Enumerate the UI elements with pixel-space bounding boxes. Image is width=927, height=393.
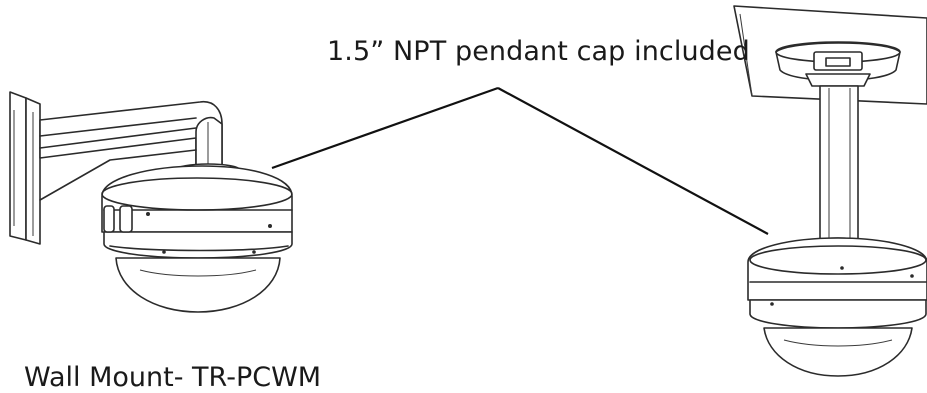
leader-line-left <box>271 86 499 170</box>
pendant-cap <box>775 41 901 87</box>
pendant-pipe <box>819 85 859 241</box>
pendant-camera-drawing <box>733 5 927 377</box>
dome-housing <box>101 165 293 313</box>
wall-mount-label: Wall Mount- TR-PCWM <box>24 362 322 393</box>
wall-arm <box>39 100 223 201</box>
callout-text: 1.5” NPT pendant cap included <box>327 36 750 67</box>
wall-mount-camera-drawing <box>9 91 293 313</box>
callout-leaders <box>271 86 769 235</box>
diagram-canvas <box>9 5 927 377</box>
pendant-dome-housing <box>747 237 927 377</box>
wall-plate <box>9 91 41 245</box>
leader-line-right <box>497 87 769 235</box>
